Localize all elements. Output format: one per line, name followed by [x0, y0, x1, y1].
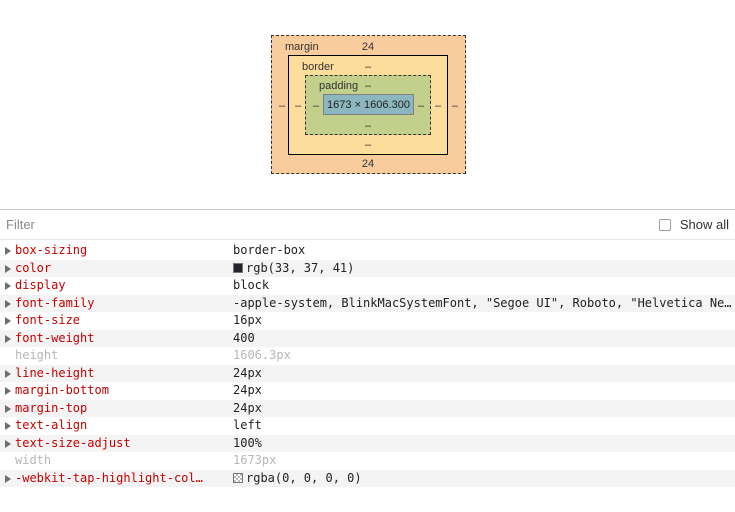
property-value-text: 24px: [233, 400, 262, 415]
show-all-label: Show all: [679, 217, 729, 232]
property-value-text: -apple-system, BlinkMacSystemFont, "Sego…: [233, 295, 732, 310]
property-value: 16px: [233, 312, 735, 330]
padding-top-value[interactable]: –: [364, 80, 372, 92]
property-name: font-weight: [15, 330, 95, 345]
property-value-text: 100%: [233, 435, 262, 450]
border-right-value[interactable]: –: [434, 100, 442, 112]
margin-right-value[interactable]: –: [451, 100, 459, 112]
show-all-checkbox[interactable]: [658, 218, 671, 231]
property-value: left: [233, 417, 735, 435]
property-name: text-size-adjust: [15, 435, 131, 450]
property-name: line-height: [15, 365, 95, 380]
property-value: rgba(0, 0, 0, 0): [233, 470, 735, 488]
expand-triangle-icon[interactable]: [5, 369, 11, 378]
property-name: text-align: [15, 418, 88, 432]
property-row[interactable]: margin-bottom 24px: [0, 382, 735, 400]
property-value: 24px: [233, 382, 735, 400]
property-value: 24px: [233, 400, 735, 418]
property-value-text: border-box: [233, 243, 306, 257]
expand-triangle-icon[interactable]: [5, 317, 11, 325]
property-row[interactable]: font-weight 400: [0, 329, 735, 348]
property-row[interactable]: font-size 16px: [0, 312, 735, 330]
expand-triangle-icon[interactable]: [5, 387, 11, 395]
expand-triangle-icon[interactable]: [5, 264, 11, 273]
filter-input[interactable]: [6, 216, 406, 232]
property-name: display: [15, 278, 66, 292]
property-value: 1606.3px: [233, 347, 735, 365]
property-value-text: 1606.3px: [233, 348, 291, 362]
property-name: -webkit-tap-highlight-col…: [15, 470, 203, 485]
property-name: box-sizing: [15, 243, 88, 257]
expand-triangle-icon[interactable]: [5, 299, 11, 308]
border-label: border: [302, 61, 334, 73]
border-top-value[interactable]: –: [364, 61, 372, 73]
property-row[interactable]: color rgb(33, 37, 41): [0, 259, 735, 278]
expand-triangle-icon[interactable]: [5, 474, 11, 483]
property-value: rgb(33, 37, 41): [233, 260, 735, 278]
property-value: block: [233, 277, 735, 295]
property-value: 400: [233, 330, 735, 348]
property-name: color: [15, 260, 52, 275]
property-row[interactable]: text-size-adjust 100%: [0, 434, 735, 453]
property-row[interactable]: -webkit-tap-highlight-col… rgba(0, 0, 0, …: [0, 469, 735, 488]
property-name: width: [15, 453, 52, 467]
show-all-toggle[interactable]: Show all: [658, 217, 729, 232]
border-bottom-value[interactable]: –: [364, 139, 372, 151]
margin-label: margin: [285, 41, 319, 53]
expand-triangle-icon[interactable]: [5, 404, 11, 413]
expand-triangle-icon[interactable]: [5, 282, 11, 290]
expand-triangle-icon[interactable]: [5, 439, 11, 448]
margin-top-value[interactable]: 24: [361, 41, 375, 53]
padding-bottom-value[interactable]: –: [364, 120, 372, 132]
color-swatch-icon[interactable]: [233, 472, 243, 483]
property-name: margin-bottom: [15, 383, 109, 397]
property-value-text: rgba(0, 0, 0, 0): [246, 470, 362, 485]
property-value-text: 16px: [233, 313, 262, 327]
property-row[interactable]: width 1673px: [0, 452, 735, 470]
property-value-text: 24px: [233, 365, 262, 380]
property-row[interactable]: display block: [0, 277, 735, 295]
property-value-text: left: [233, 418, 262, 432]
panel-divider: [0, 209, 735, 210]
margin-bottom-value[interactable]: 24: [361, 158, 375, 170]
property-value: 1673px: [233, 452, 735, 470]
color-swatch-icon[interactable]: [233, 262, 243, 273]
padding-right-value[interactable]: –: [417, 100, 425, 112]
property-value-text: 24px: [233, 383, 262, 397]
expand-triangle-icon[interactable]: [5, 422, 11, 430]
property-value-text: 400: [233, 330, 255, 345]
filter-divider: [0, 239, 735, 240]
property-value-text: 1673px: [233, 453, 277, 467]
property-value: border-box: [233, 242, 735, 260]
padding-left-value[interactable]: –: [312, 100, 320, 112]
property-value: -apple-system, BlinkMacSystemFont, "Sego…: [233, 295, 735, 313]
property-value: 100%: [233, 435, 735, 453]
property-row[interactable]: box-sizing border-box: [0, 242, 735, 260]
property-name: height: [15, 348, 59, 362]
padding-label: padding: [319, 80, 359, 92]
expand-triangle-icon[interactable]: [5, 334, 11, 343]
property-row[interactable]: margin-top 24px: [0, 399, 735, 418]
border-left-value[interactable]: –: [294, 100, 302, 112]
property-value-text: rgb(33, 37, 41): [246, 260, 355, 275]
computed-properties-list: box-sizing border-box color rgb(33, 37, 41)…: [0, 242, 735, 487]
property-row[interactable]: line-height 24px: [0, 364, 735, 383]
property-row[interactable]: height 1606.3px: [0, 347, 735, 365]
box-model-content-size[interactable]: 1673 × 1606.300: [323, 94, 414, 115]
filter-bar: Show all: [0, 210, 735, 239]
property-value: 24px: [233, 365, 735, 383]
expand-triangle-icon[interactable]: [5, 247, 11, 255]
property-name: font-family: [15, 295, 95, 310]
property-value-text: block: [233, 278, 270, 292]
property-name: font-size: [15, 313, 81, 327]
property-row[interactable]: text-align left: [0, 417, 735, 435]
property-name: margin-top: [15, 400, 88, 415]
margin-left-value[interactable]: –: [278, 100, 286, 112]
property-row[interactable]: font-family -apple-system, BlinkMacSystem…: [0, 294, 735, 313]
